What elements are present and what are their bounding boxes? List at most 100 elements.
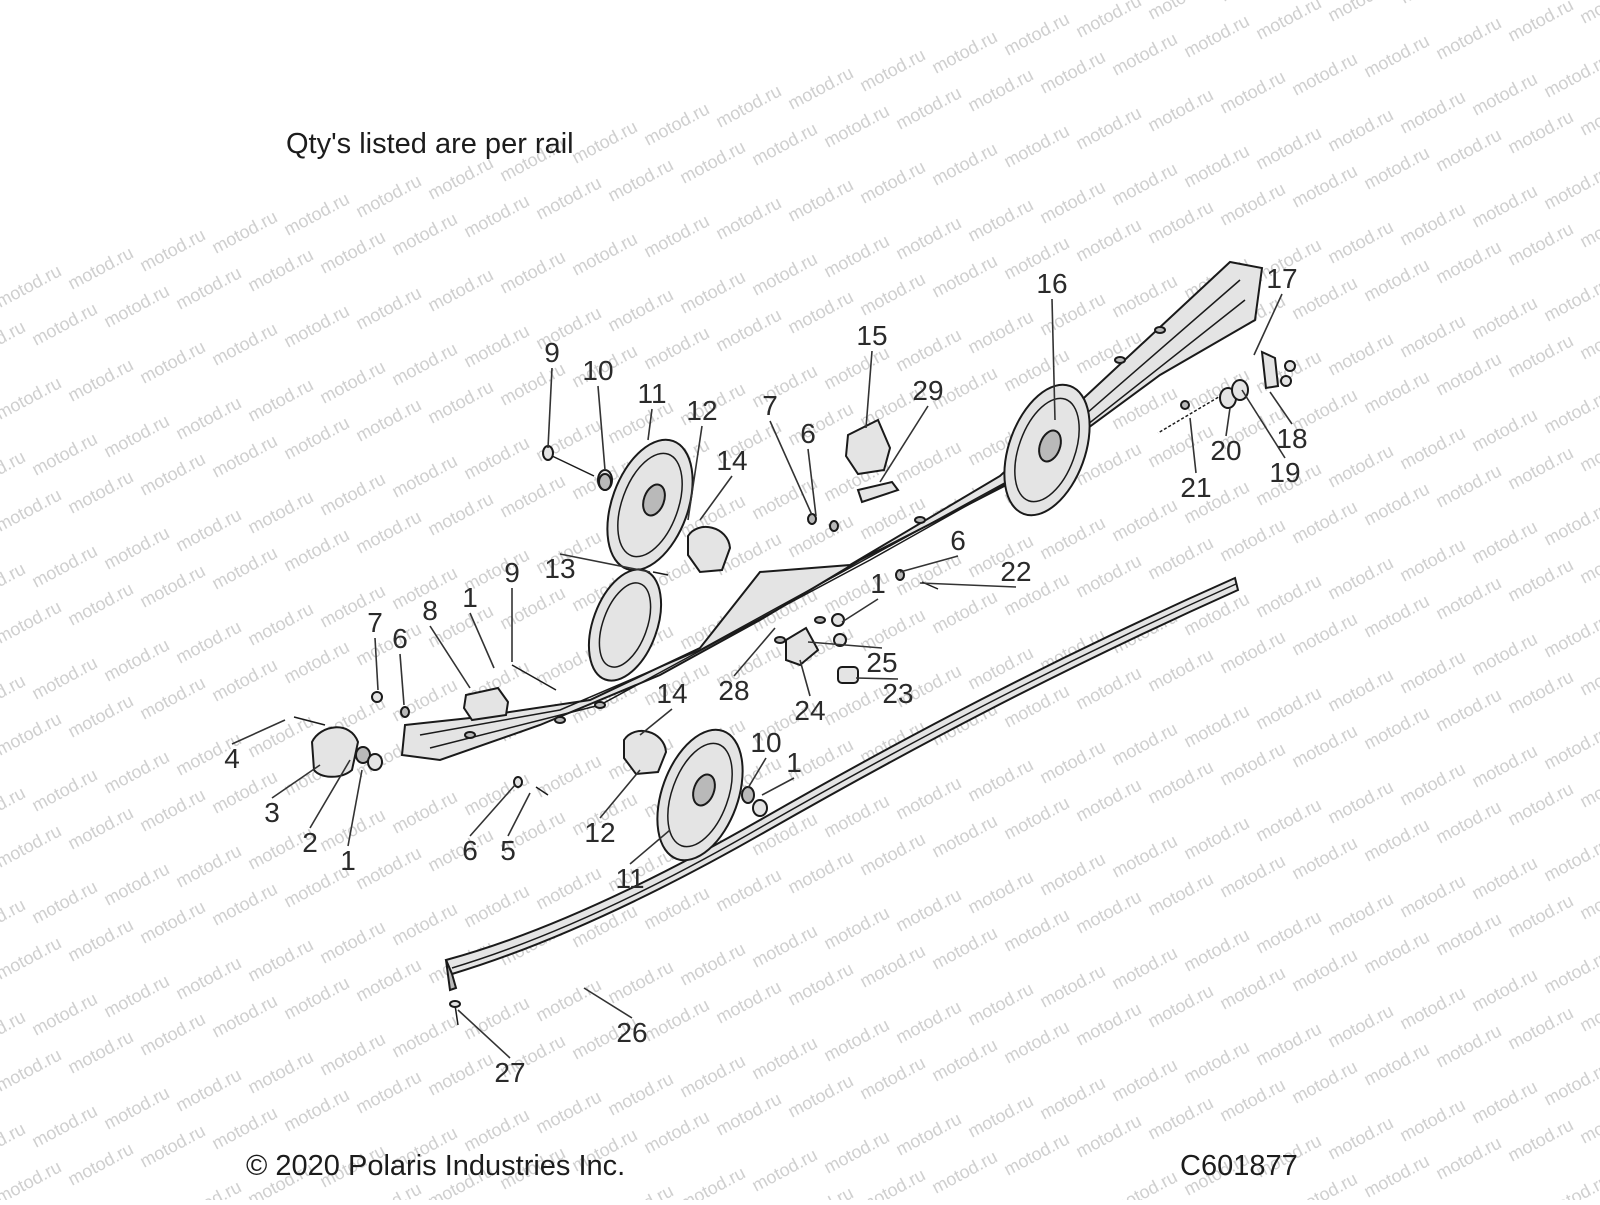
callout-label: 23 (882, 678, 913, 709)
watermark-text: motod.ru (1360, 1151, 1432, 1200)
watermark-text: motod.ru (0, 261, 65, 312)
watermark-text: motod.ru (496, 471, 568, 522)
leader-line (687, 425, 703, 521)
watermark-text: motod.ru (1396, 759, 1468, 810)
watermark-text: motod.ru (388, 451, 460, 502)
watermark-text: motod.ru (1360, 143, 1432, 194)
watermark-text: motod.ru (1216, 179, 1288, 230)
watermark-text: motod.ru (64, 243, 136, 294)
watermark-text: motod.ru (1108, 943, 1180, 994)
watermark-text: motod.ru (64, 803, 136, 854)
watermark-text: motod.ru (280, 637, 352, 688)
watermark-text: motod.ru (244, 245, 316, 296)
watermark-text: motod.ru (1144, 1093, 1216, 1144)
watermark-text: motod.ru (1396, 87, 1468, 138)
watermark-text: motod.ru (1108, 1167, 1180, 1200)
watermark-text: motod.ru (1396, 647, 1468, 698)
watermark-text: motod.ru (64, 579, 136, 630)
callout-label: 9 (544, 337, 560, 368)
watermark-text: motod.ru (424, 489, 496, 540)
watermark-text: motod.ru (820, 1015, 892, 1066)
callout-label: 26 (616, 1017, 647, 1048)
callout-label: 11 (637, 378, 666, 409)
callout-label: 10 (582, 355, 613, 386)
watermark-text: motod.ru (748, 249, 820, 300)
watermark-text: motod.ru (676, 939, 748, 990)
watermark-text: motod.ru (1252, 123, 1324, 174)
watermark-text: motod.ru (460, 881, 532, 932)
watermark-text: motod.ru (28, 653, 100, 704)
watermark-text: motod.ru (352, 843, 424, 894)
watermark-text: motod.ru (1108, 29, 1180, 80)
watermark-text: motod.ru (316, 469, 388, 520)
watermark-text: motod.ru (1000, 1129, 1072, 1180)
watermark-text: motod.ru (568, 229, 640, 280)
watermark-text: motod.ru (1396, 871, 1468, 922)
leader-line (879, 405, 929, 483)
bumper-part (623, 730, 668, 776)
watermark-text: motod.ru (0, 447, 29, 498)
watermark-text: motod.ru (0, 1157, 65, 1200)
leader-line (231, 719, 286, 745)
watermark-text: motod.ru (244, 711, 316, 762)
watermark-text: motod.ru (136, 225, 208, 276)
watermark-text: motod.ru (1144, 0, 1216, 24)
watermark-text: motod.ru (64, 691, 136, 742)
watermark-text: motod.ru (316, 357, 388, 408)
callout-label: 19 (1269, 457, 1300, 488)
watermark-text: motod.ru (1072, 887, 1144, 938)
watermark-text: motod.ru (748, 1145, 820, 1196)
bumper-part (310, 726, 360, 778)
watermark-text: motod.ru (1576, 425, 1600, 476)
watermark-text: motod.ru (208, 655, 280, 706)
watermark-text: motod.ru (460, 769, 532, 820)
watermark-text: motod.ru (316, 1029, 388, 1080)
watermark-text: motod.ru (1288, 273, 1360, 324)
watermark-text: motod.ru (1324, 105, 1396, 156)
leader-line (1051, 298, 1056, 421)
watermark-text: motod.ru (1288, 833, 1360, 884)
watermark-text: motod.ru (640, 323, 712, 374)
watermark-text: motod.ru (1360, 31, 1432, 82)
watermark-text: motod.ru (928, 1035, 1000, 1086)
watermark-text: motod.ru (460, 321, 532, 372)
watermark-text: motod.ru (172, 505, 244, 556)
leader-line (457, 1009, 511, 1059)
watermark-text: motod.ru (640, 995, 712, 1046)
callout-label: 12 (686, 395, 717, 426)
watermark-text: motod.ru (1036, 177, 1108, 228)
callout-label: 7 (762, 390, 778, 421)
watermark-text: motod.ru (1396, 423, 1468, 474)
watermark-text: motod.ru (172, 263, 244, 314)
watermark-text: motod.ru (1576, 313, 1600, 364)
watermark-text: motod.ru (64, 1139, 136, 1190)
watermark-text: motod.ru (1576, 761, 1600, 812)
watermark-text: motod.ru (352, 171, 424, 222)
watermark-text: motod.ru (208, 319, 280, 370)
watermark-text: motod.ru (316, 917, 388, 968)
leader-line (799, 659, 811, 697)
watermark-text: motod.ru (172, 953, 244, 1004)
callout-label: 28 (718, 675, 749, 706)
callout-label: 11 (615, 863, 644, 894)
watermark-text: motod.ru (1360, 703, 1432, 754)
watermark-text: motod.ru (460, 993, 532, 1044)
watermark-text: motod.ru (1288, 497, 1360, 548)
watermark-text: motod.ru (280, 973, 352, 1024)
watermark-text: motod.ru (1576, 89, 1600, 140)
callout-label: 6 (950, 525, 966, 556)
watermark-text: motod.ru (1468, 965, 1540, 1016)
watermark-text: motod.ru (748, 361, 820, 412)
leader-line (865, 350, 873, 429)
watermark-text: motod.ru (784, 399, 856, 450)
leader-line (899, 555, 959, 573)
watermark-text: motod.ru (784, 287, 856, 338)
watermark-text: motod.ru (0, 709, 65, 760)
watermark-text: motod.ru (964, 65, 1036, 116)
watermark-text: motod.ru (1360, 591, 1432, 642)
watermark-text: motod.ru (964, 307, 1036, 358)
watermark-text: motod.ru (244, 935, 316, 986)
leader-line (699, 475, 733, 521)
watermark-text: motod.ru (640, 1107, 712, 1158)
